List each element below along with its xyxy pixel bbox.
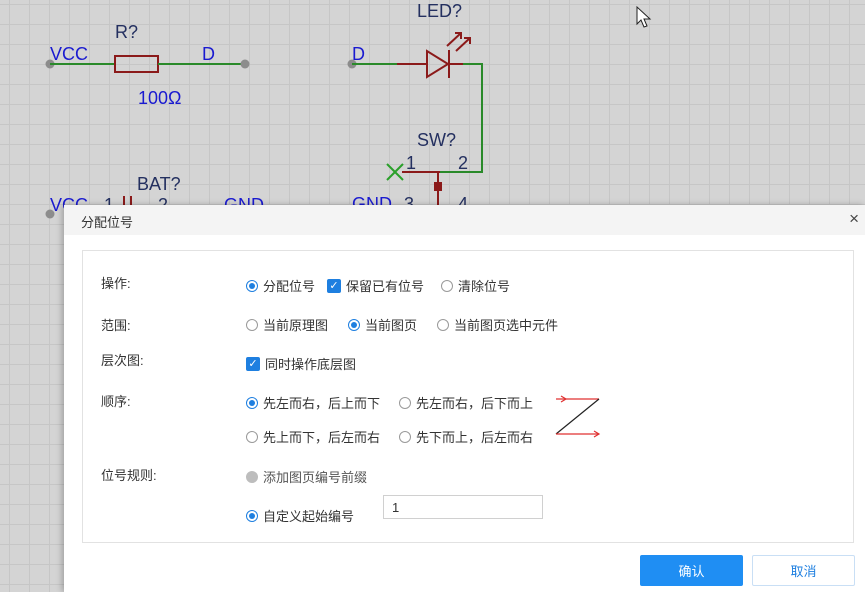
rule-label: 位号规则: [101, 468, 157, 483]
radio-custom-start[interactable]: 自定义起始编号 [246, 506, 354, 525]
confirm-button[interactable]: 确认 [640, 555, 743, 586]
bat-pin-end [45, 209, 55, 219]
cancel-button[interactable]: 取消 [752, 555, 855, 586]
battery-designator: BAT? [137, 174, 181, 194]
resistor-value: 100Ω [138, 88, 182, 108]
assign-designator-dialog: 分配位号 × 操作: 分配位号 ✓ 保留已有位号 清除位号 范围: 当前原理图 … [64, 205, 865, 592]
radio-current-schematic-label: 当前原理图 [263, 318, 329, 333]
radio-page-selected[interactable]: 当前图页选中元件 [437, 315, 558, 334]
radio-unchecked-icon [399, 430, 411, 443]
radio-order-bt-lr-label: 先下而上，后左而右 [416, 430, 534, 445]
switch-pin-3: 3 [404, 194, 414, 214]
resistor-right-net-label: D [202, 44, 215, 64]
radio-page-prefix-label: 添加图页编号前缀 [263, 470, 368, 485]
mouse-cursor-icon [636, 5, 652, 28]
radio-disabled-icon [246, 470, 258, 483]
radio-order-lr-tb-label: 先左而右，后上而下 [263, 396, 381, 411]
radio-unchecked-icon [399, 396, 411, 409]
radio-order-tb-lr-label: 先上而下，后左而右 [263, 430, 381, 445]
radio-checked-icon [246, 509, 258, 522]
radio-unchecked-icon [246, 318, 258, 331]
radio-unchecked-icon [246, 430, 258, 443]
radio-current-page[interactable]: 当前图页 [348, 315, 417, 334]
close-icon[interactable]: × [849, 209, 859, 228]
radio-current-page-label: 当前图页 [365, 318, 418, 333]
switch-actuator [434, 182, 442, 191]
switch-pin-2: 2 [458, 153, 468, 173]
hierarchy-label: 层次图: [101, 353, 144, 368]
scope-label: 范围: [101, 318, 131, 333]
start-number-input[interactable] [383, 495, 543, 519]
radio-checked-icon [246, 279, 258, 292]
radio-unchecked-icon [437, 318, 449, 331]
radio-checked-icon [348, 318, 360, 331]
led-arrow-1-head [455, 32, 462, 39]
resistor-designator: R? [115, 22, 138, 42]
radio-clear[interactable]: 清除位号 [441, 276, 510, 295]
radio-current-schematic[interactable]: 当前原理图 [246, 315, 328, 334]
order-label: 顺序: [101, 394, 131, 409]
radio-assign-label: 分配位号 [263, 279, 316, 294]
checkmark-icon: ✓ [327, 278, 341, 293]
led-arrow-2-head [464, 37, 471, 44]
switch-no-connect-2 [386, 163, 404, 181]
radio-custom-start-label: 自定义起始编号 [263, 509, 355, 524]
switch-designator: SW? [417, 130, 456, 150]
d-pin-end [240, 59, 250, 69]
operation-label: 操作: [101, 276, 131, 291]
led-arrow-1 [446, 32, 462, 47]
radio-order-bt-lr[interactable]: 先下而上，后左而右 [399, 427, 533, 446]
radio-page-selected-label: 当前图页选中元件 [454, 318, 559, 333]
z-order-icon [555, 395, 601, 438]
radio-unchecked-icon [441, 279, 453, 292]
dialog-title: 分配位号 [81, 215, 134, 230]
radio-assign[interactable]: 分配位号 [246, 276, 315, 295]
radio-order-lr-bt[interactable]: 先左而右，后下而上 [399, 393, 533, 412]
checkbox-keep-existing[interactable]: ✓ 保留已有位号 [327, 276, 424, 295]
options-panel: 操作: 分配位号 ✓ 保留已有位号 清除位号 范围: 当前原理图 当前图页 当前… [82, 250, 854, 543]
switch-pin-1: 1 [406, 153, 416, 173]
radio-order-lr-bt-label: 先左而右，后下而上 [416, 396, 534, 411]
radio-clear-label: 清除位号 [458, 279, 511, 294]
resistor-body[interactable] [114, 55, 159, 73]
checkbox-include-lower-label: 同时操作底层图 [265, 357, 357, 372]
checkmark-icon: ✓ [246, 356, 260, 371]
led-arrow-2 [455, 37, 471, 52]
checkbox-include-lower[interactable]: ✓ 同时操作底层图 [246, 354, 356, 373]
switch-pin-4: 4 [458, 194, 468, 214]
resistor-left-net-label: VCC [50, 44, 88, 64]
radio-checked-icon [246, 396, 258, 409]
dialog-header: 分配位号 × [64, 205, 865, 235]
led-symbol[interactable] [426, 49, 450, 79]
radio-page-prefix[interactable]: 添加图页编号前缀 [246, 467, 367, 486]
checkbox-keep-existing-label: 保留已有位号 [346, 279, 425, 294]
wire-led-switch [440, 63, 483, 173]
led-net-label: D [352, 44, 365, 64]
radio-order-lr-tb[interactable]: 先左而右，后上而下 [246, 393, 380, 412]
led-designator: LED? [417, 1, 462, 21]
radio-order-tb-lr[interactable]: 先上而下，后左而右 [246, 427, 380, 446]
